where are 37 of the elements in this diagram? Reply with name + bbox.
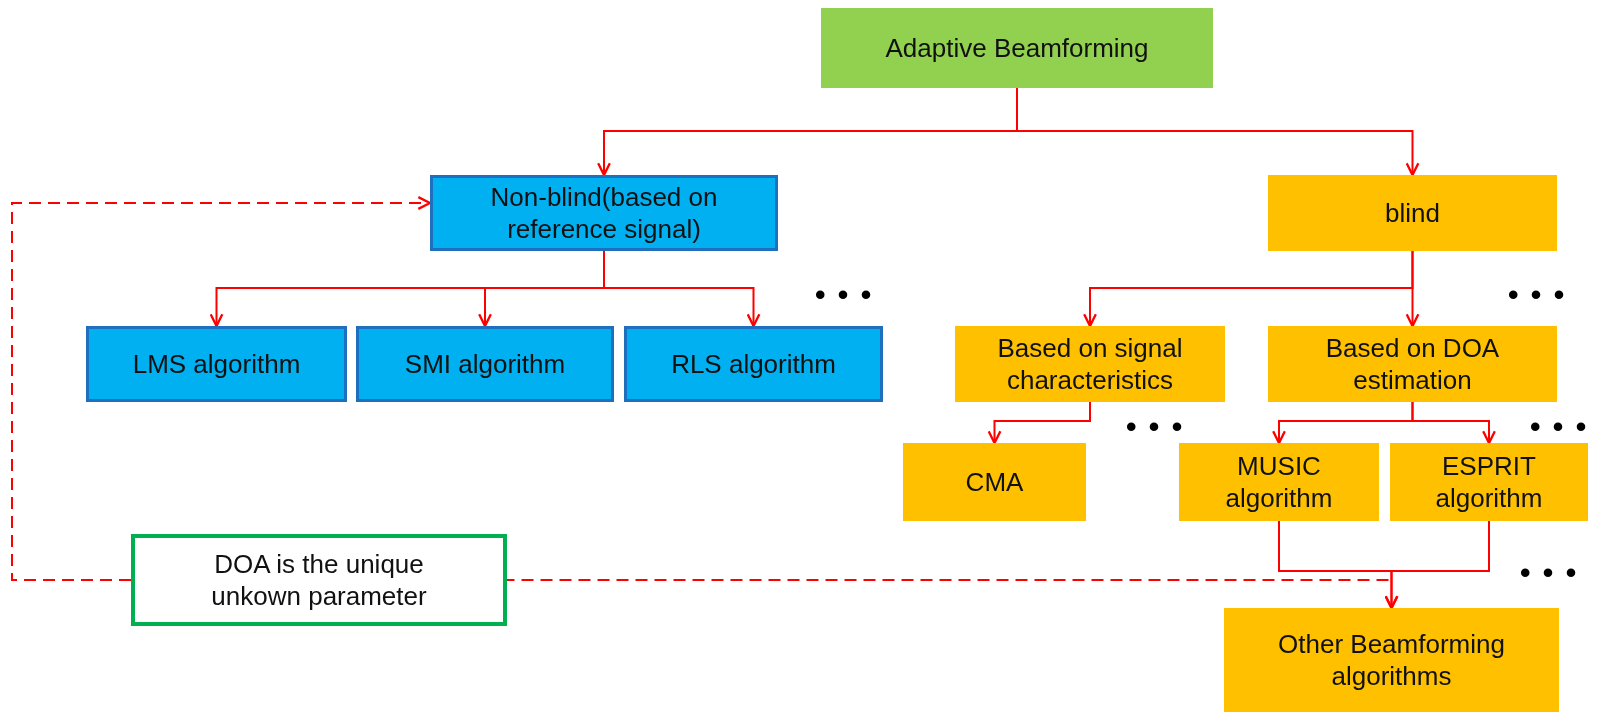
node-text: MUSIC algorithm xyxy=(1224,449,1334,515)
process-box xyxy=(903,443,1086,521)
arrow xyxy=(1405,250,1420,328)
category-box xyxy=(1268,175,1557,251)
process-box xyxy=(1224,608,1559,712)
process-box xyxy=(356,326,614,402)
ellipsis-mark: • • • xyxy=(1126,410,1185,444)
process-box xyxy=(955,326,1225,402)
arrow xyxy=(1411,401,1496,445)
ellipsis-mark: • • • xyxy=(1520,556,1579,590)
node-text: Adaptive Beamforming xyxy=(884,31,1150,65)
category-box xyxy=(430,175,778,251)
node-text: Based on signal characteristics xyxy=(996,331,1184,397)
root-box xyxy=(821,8,1213,88)
process-box xyxy=(86,326,347,402)
process-box xyxy=(624,326,883,402)
node-text: Based on DOA estimation xyxy=(1324,331,1501,397)
node-text: RLS algorithm xyxy=(670,347,837,381)
arrow xyxy=(603,250,761,328)
node-text: blind xyxy=(1384,196,1441,230)
node-text: Other Beamforming algorithms xyxy=(1277,627,1506,693)
node-text: ESPRIT algorithm xyxy=(1434,449,1544,515)
dashed-arrow xyxy=(11,196,432,581)
arrow xyxy=(1384,520,1490,610)
process-box xyxy=(1390,443,1588,521)
process-box xyxy=(1179,443,1379,521)
node-text: CMA xyxy=(964,465,1025,499)
process-box xyxy=(1268,326,1557,402)
node-text: Non-blind(based on reference signal) xyxy=(489,180,719,246)
node-text: DOA is the unique unkown parameter xyxy=(210,547,428,613)
ellipsis-mark: • • • xyxy=(815,278,874,312)
note-box xyxy=(131,534,507,626)
ellipsis-mark: • • • xyxy=(1530,410,1589,444)
arrow xyxy=(987,401,1091,445)
node-text: LMS algorithm xyxy=(131,347,302,381)
node-text: SMI algorithm xyxy=(403,347,567,381)
ellipsis-mark: • • • xyxy=(1508,278,1567,312)
